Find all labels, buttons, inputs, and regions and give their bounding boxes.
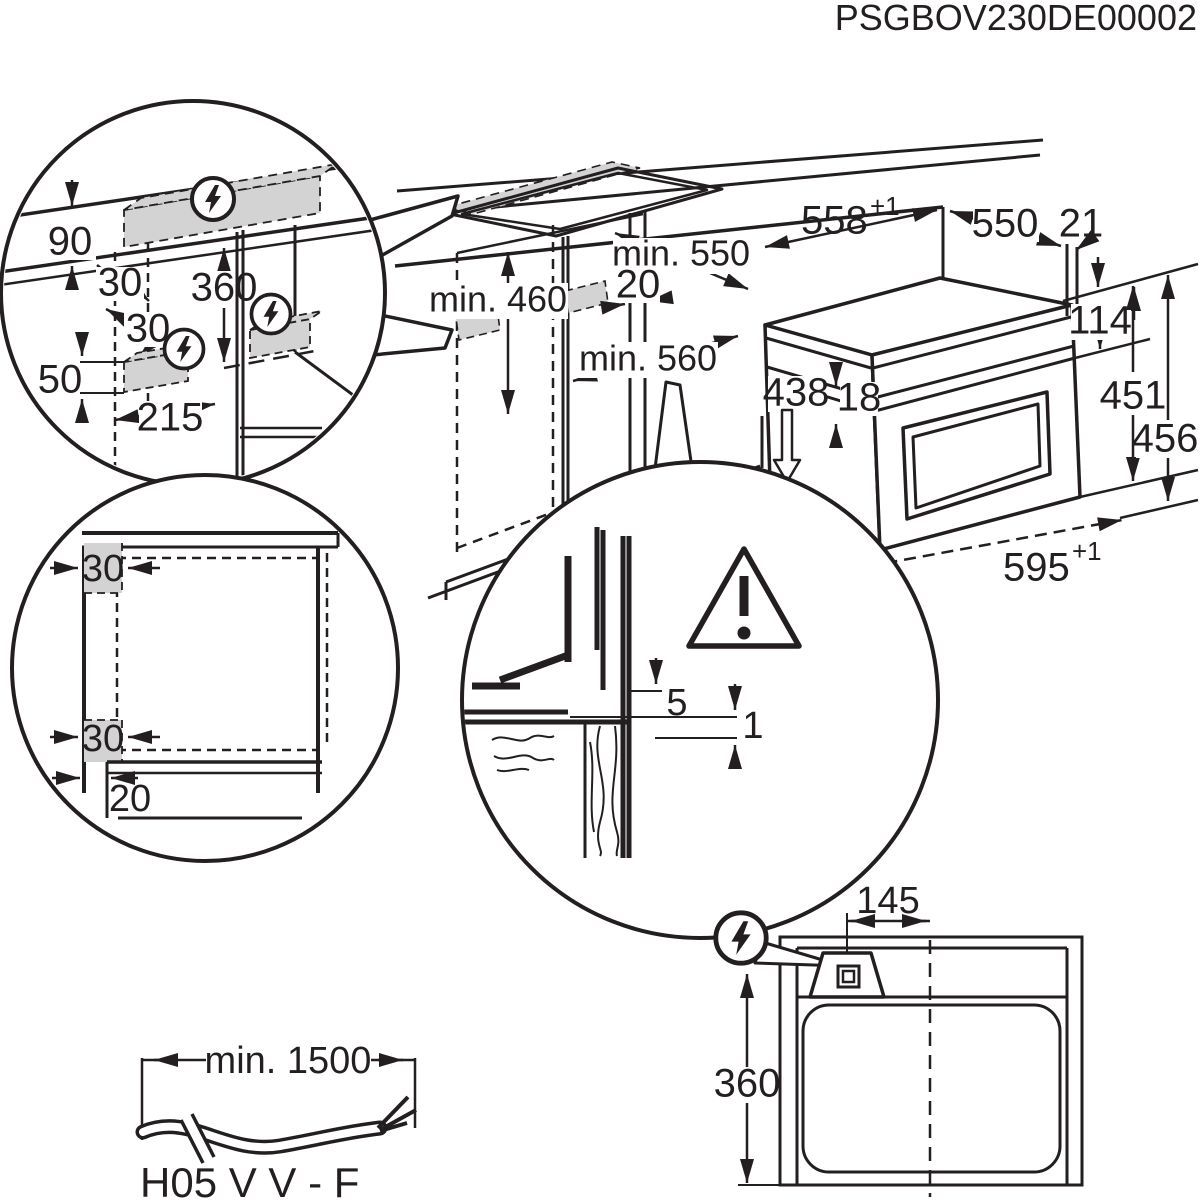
dim-30-top: 30 <box>98 261 143 305</box>
dim-30-side-top: 30 <box>82 548 124 590</box>
dim-360: 360 <box>191 266 258 310</box>
arrow-438-down <box>772 408 802 484</box>
dim-558-sup: +1 <box>870 191 900 221</box>
lightning-icon <box>162 327 206 371</box>
dim-min-550: min. 550 <box>612 233 750 274</box>
lightning-icon <box>249 292 293 336</box>
dim-30-side-bottom: 30 <box>82 718 124 760</box>
dim-1: 1 <box>742 705 763 747</box>
dim-145: 145 <box>856 880 919 922</box>
dim-min-460: min. 460 <box>429 279 567 320</box>
oven-door-window <box>901 390 1052 521</box>
dim-30-mid: 30 <box>126 307 171 351</box>
dim-min-560: min. 560 <box>579 338 717 379</box>
dim-min-1500: min. 1500 <box>205 1040 372 1082</box>
dim-50: 50 <box>38 358 83 402</box>
detail-circle-gap <box>460 460 940 940</box>
dim-550: 550 <box>972 202 1039 246</box>
dim-451: 451 <box>1100 374 1167 418</box>
detail-panel-gap: 5 1 <box>464 527 802 858</box>
detail-electrical-connection-zones: 90 30 360 30 50 215 <box>4 158 382 482</box>
niche-connection-strip-right <box>564 280 609 314</box>
cable-type-label: H05 V V - F <box>140 1159 359 1200</box>
dim-20-wall: 20 <box>616 263 661 307</box>
dim-438: 438 <box>763 371 830 415</box>
dim-360-rear: 360 <box>714 1062 781 1106</box>
detail-side-clearances: 30 30 20 <box>50 531 340 820</box>
oven-dimensions-view: 558 +1 550 21 18 438 114 451 456 595 +1 <box>763 191 1199 590</box>
lightning-icon <box>190 176 236 222</box>
dim-18: 18 <box>837 376 882 420</box>
power-cable-detail: min. 1500 H05 V V - F <box>135 1040 417 1200</box>
callout-wedge-top <box>368 194 460 264</box>
warning-icon <box>686 546 802 649</box>
dim-90: 90 <box>48 220 93 264</box>
lightning-icon <box>716 913 766 963</box>
dim-595-sup: +1 <box>1072 536 1102 566</box>
oven-rear-view: 145 360 <box>714 880 1084 1197</box>
dim-20-side: 20 <box>109 778 151 820</box>
dim-21: 21 <box>1059 202 1104 246</box>
dim-558: 558 <box>801 199 868 243</box>
dim-215: 215 <box>137 396 204 440</box>
drawing-code: PSGBOV230DE00002 <box>835 0 1197 38</box>
dim-456: 456 <box>1132 417 1199 461</box>
dim-595: 595 <box>1003 546 1070 590</box>
dim-5: 5 <box>666 682 687 724</box>
dim-114: 114 <box>1068 299 1132 343</box>
